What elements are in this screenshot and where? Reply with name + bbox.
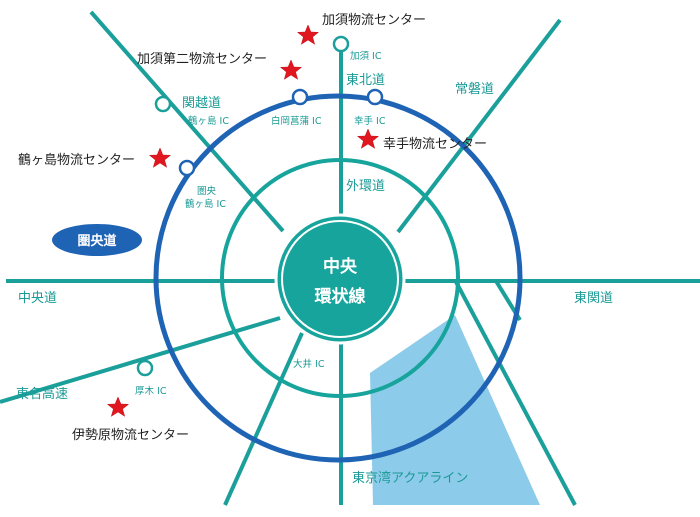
label-dc-kazo2: 加須第二物流センター xyxy=(137,52,267,67)
label-ic-atsugi: 厚木 IC xyxy=(135,385,167,397)
road-joban xyxy=(396,18,562,234)
label-ic-tsurugashima: 鶴ヶ島 IC xyxy=(188,115,229,127)
label-gaikan: 外環道 xyxy=(346,179,385,194)
label-tomei: 東名高速 xyxy=(16,386,68,402)
label-ic-oi: 大井 IC xyxy=(293,358,325,370)
ic-tsurugashima-icon xyxy=(154,95,172,113)
label-higashikanto: 東関道 xyxy=(574,290,613,306)
road-sw xyxy=(223,332,304,506)
center-label-2: 環状線 xyxy=(315,286,366,307)
label-ic-shiraoka: 白岡菖蒲 IC xyxy=(271,115,322,127)
kenodo-badge-label: 圏央道 xyxy=(77,233,116,249)
ic-atsugi-icon xyxy=(136,359,154,377)
ring-kenodo xyxy=(153,93,523,463)
label-dc-tsurugashima: 鶴ヶ島物流センター xyxy=(18,152,135,168)
label-joban: 常磐道 xyxy=(455,82,494,97)
label-kanetsu: 関越道 xyxy=(182,96,221,111)
label-ic-ken-tsurugashima-1: 圏央 xyxy=(197,185,217,197)
star-kazo-icon xyxy=(296,24,320,45)
star-kazo2-icon xyxy=(279,59,303,80)
label-dc-kazo: 加須物流センター xyxy=(322,13,426,28)
label-ic-ken-tsurugashima-2: 鶴ヶ島 IC xyxy=(185,198,226,210)
ic-ken-tsurugashima-icon xyxy=(178,159,196,177)
ring-chuo-inner xyxy=(281,220,399,338)
star-tsurugashima-icon xyxy=(148,147,172,168)
star-isehara-icon xyxy=(106,396,130,417)
ring-chuo xyxy=(274,213,406,345)
kenodo-badge xyxy=(52,224,142,256)
label-chuo: 中央道 xyxy=(18,291,57,306)
road-kanetsu xyxy=(89,10,285,233)
label-dc-isehara: 伊勢原物流センター xyxy=(72,428,189,443)
label-ic-satte: 幸手 IC xyxy=(354,115,386,127)
tokyo-bay xyxy=(370,315,540,505)
center-label-1: 中央 xyxy=(323,256,358,277)
star-satte-icon xyxy=(356,128,380,149)
ring-gaikan xyxy=(220,158,460,398)
label-aqualine: 東京湾アクアライン xyxy=(352,470,468,486)
label-ic-kazo: 加須 IC xyxy=(350,51,382,62)
label-tohoku: 東北道 xyxy=(346,72,385,88)
road-se-1 xyxy=(453,279,577,506)
ic-kazo-icon xyxy=(332,35,350,53)
label-dc-satte: 幸手物流センター xyxy=(383,137,487,152)
ic-satte-icon xyxy=(366,88,384,106)
ic-shiraoka-icon xyxy=(291,88,309,106)
